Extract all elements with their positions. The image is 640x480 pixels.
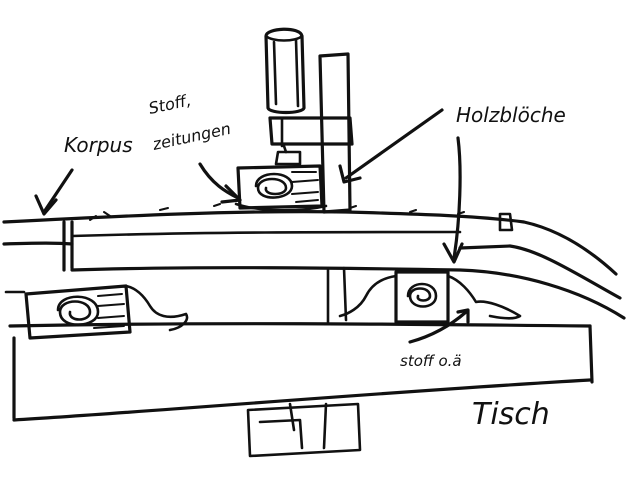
- table: [8, 322, 594, 458]
- label-stoff-oae: stoff o.ä: [400, 352, 462, 370]
- label-stoff-line1: Stoff,: [147, 90, 193, 117]
- top-fabric-roll: [234, 164, 328, 212]
- korpus-board: [2, 203, 626, 320]
- label-stoff-line2: zeitungen: [150, 119, 233, 154]
- top-device: [264, 27, 354, 166]
- right-wood-block: [338, 270, 522, 324]
- arrows: [34, 108, 470, 344]
- label-korpus: Korpus: [64, 133, 133, 157]
- vertical-post: [318, 52, 352, 324]
- left-fabric-roll: [4, 284, 189, 340]
- label-holzbloecke: Holzblöche: [456, 103, 566, 127]
- label-tisch: Tisch: [472, 397, 550, 432]
